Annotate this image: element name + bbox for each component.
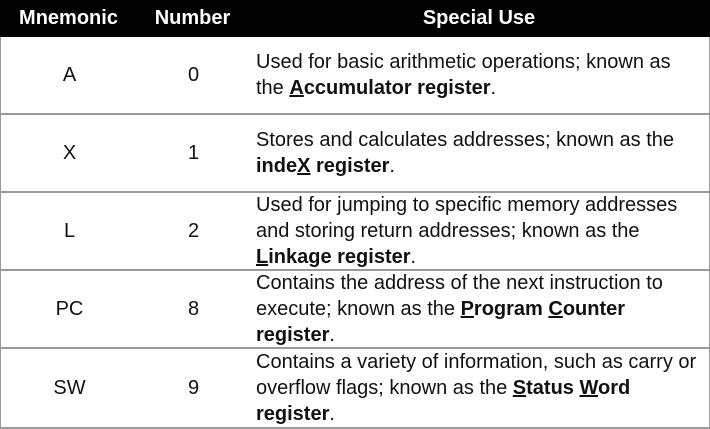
cell-mnemonic: L <box>63 219 76 242</box>
header-number: Number <box>154 7 231 29</box>
cell-special-use: Used for jumping to specific memory addr… <box>256 194 678 268</box>
cell-special-use: Contains a variety of information, such … <box>256 351 697 425</box>
cell-number: 1 <box>187 141 200 164</box>
cell-number: 0 <box>187 63 200 86</box>
cell-number: 2 <box>187 219 200 242</box>
table-header: Mnemonic Number Special Use <box>0 0 710 37</box>
cell-mnemonic: SW <box>53 376 86 399</box>
cell-mnemonic: A <box>62 63 77 86</box>
cell-mnemonic: X <box>62 141 77 164</box>
header-special-use: Special Use <box>422 7 536 29</box>
cell-number: 8 <box>187 297 200 320</box>
cell-special-use: Stores and calculates addresses; known a… <box>256 129 675 177</box>
cell-special-use: Contains the address of the next instruc… <box>256 272 663 346</box>
table-row: L 2 Used for jumping to specific memory … <box>0 193 710 271</box>
table-row: X 1 Stores and calculates addresses; kno… <box>0 115 710 193</box>
cell-mnemonic: PC <box>55 297 84 320</box>
cell-number: 9 <box>187 376 200 399</box>
cell-special-use: Used for basic arithmetic operations; kn… <box>256 51 671 99</box>
table-row: SW 9 Contains a variety of information, … <box>0 349 710 429</box>
table-row: A 0 Used for basic arithmetic operations… <box>0 37 710 115</box>
header-mnemonic: Mnemonic <box>19 7 118 29</box>
table-row: PC 8 Contains the address of the next in… <box>0 271 710 349</box>
